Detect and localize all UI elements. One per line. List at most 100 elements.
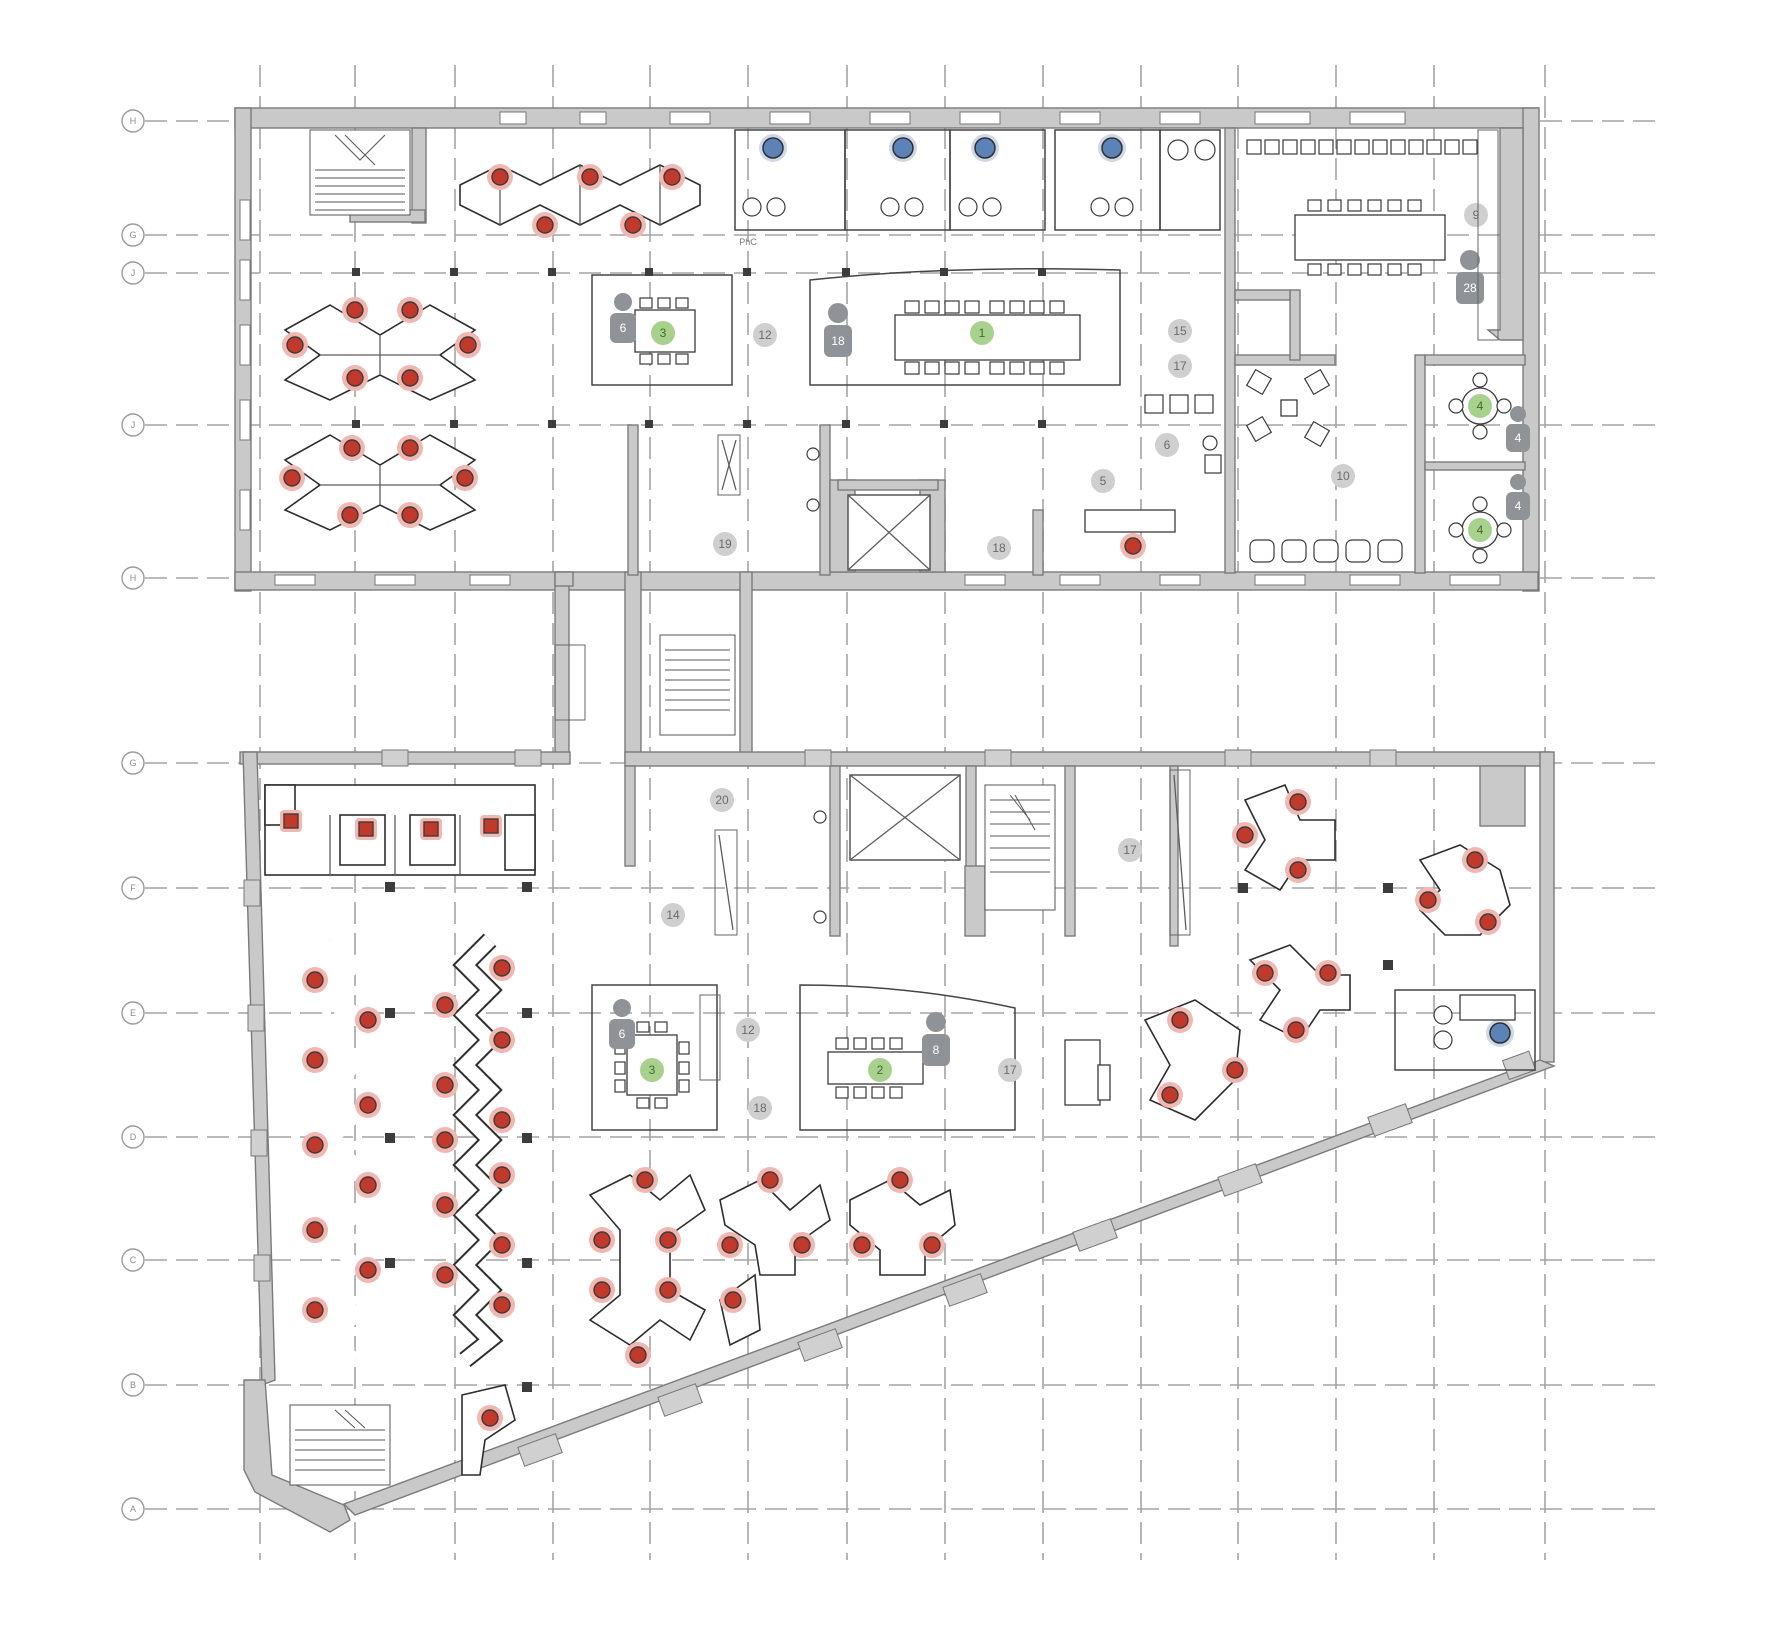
room-tag: 6 — [1155, 433, 1179, 457]
workstation-seat — [355, 818, 377, 840]
room-tag: 14 — [661, 903, 685, 927]
stair-southwest — [289, 1404, 391, 1486]
grid-label: C — [130, 1255, 137, 1265]
room-number: 17 — [1123, 843, 1137, 857]
grid-bubble-row-6: G — [121, 751, 145, 775]
stair-center — [659, 634, 736, 736]
room-tag: 10 — [1331, 464, 1355, 488]
room-number: 18 — [753, 1101, 767, 1115]
grid-label: H — [130, 116, 137, 126]
workstation-seat — [355, 1172, 381, 1198]
grid-label: G — [129, 230, 136, 240]
meeting-room-tag: 2 — [868, 1058, 892, 1082]
workstation-seat — [720, 1287, 746, 1313]
workstation-seat — [1285, 789, 1311, 815]
room-number: 20 — [715, 793, 729, 807]
workstation-seat — [342, 365, 368, 391]
room-number: 5 — [1100, 474, 1107, 488]
wc-label: PhC — [739, 237, 757, 247]
room-number: 17 — [1173, 359, 1187, 373]
person-icon: 18 — [824, 303, 852, 357]
workstation-seat — [280, 810, 302, 832]
workstation-seat — [1120, 533, 1146, 559]
grid-bubble-row-10: C — [121, 1248, 145, 1272]
office-seat — [759, 134, 787, 162]
capacity-number: 4 — [1515, 431, 1522, 445]
meeting-room-number: 4 — [1477, 523, 1484, 537]
grid-bubble-row-5: H — [121, 566, 145, 590]
room-number: 12 — [758, 328, 772, 342]
grid-bubble-row-11: B — [121, 1373, 145, 1397]
workstation-seat — [589, 1227, 615, 1253]
workstation-seat — [339, 435, 365, 461]
capacity-number: 4 — [1515, 499, 1522, 513]
room-number: 12 — [741, 1023, 755, 1037]
workstation-seat — [1315, 960, 1341, 986]
meeting-room-number: 2 — [877, 1063, 884, 1077]
room-number: 6 — [1164, 438, 1171, 452]
person-icon: 28 — [1456, 250, 1484, 304]
workstation-seat — [632, 1167, 658, 1193]
stair-northwest — [309, 129, 411, 216]
grid-label: J — [131, 420, 136, 430]
office-seat — [1098, 134, 1126, 162]
workstation-y-cluster — [719, 1179, 831, 1347]
exterior-walls — [234, 107, 1556, 1533]
workstation-seat — [397, 435, 423, 461]
room-number: 19 — [718, 537, 732, 551]
workstation-seat — [489, 1027, 515, 1053]
meeting-room-tag: 4 — [1468, 518, 1492, 542]
person-icon: 8 — [922, 1012, 950, 1066]
meeting-room-number: 3 — [649, 1063, 656, 1077]
capacity-number: 18 — [831, 334, 845, 348]
meeting-room-number: 1 — [979, 326, 986, 340]
person-icon: 4 — [1506, 406, 1530, 452]
capacity-markers: 6 18 28 4 4 6 8 — [609, 250, 1530, 1066]
stair-south-center — [984, 784, 1056, 911]
structural-columns — [352, 268, 1393, 1392]
office-seat — [889, 134, 917, 162]
room-tag: 9 — [1464, 203, 1488, 227]
private-offices-north: PhC — [734, 129, 1221, 247]
room-number: 9 — [1473, 208, 1480, 222]
workstation-seat — [1252, 960, 1278, 986]
office-seat — [1486, 1019, 1514, 1047]
workstation-y-cluster — [588, 1173, 707, 1346]
elevator-north — [847, 494, 931, 571]
workstation-seat — [455, 332, 481, 358]
workstation-seat — [1157, 1082, 1183, 1108]
meeting-room-tag: 3 — [640, 1058, 664, 1082]
workstation-hex-cluster — [283, 434, 477, 531]
person-icon: 6 — [609, 999, 635, 1049]
room-labels: 9 15 17 12 5 6 10 19 18 20 14 17 12 18 1… — [661, 203, 1488, 1120]
room-number: 17 — [1003, 1063, 1017, 1077]
workstation-seat — [477, 1405, 503, 1431]
workstation-seat — [489, 955, 515, 981]
workstation-seat — [337, 502, 363, 528]
workstation-seat — [589, 1277, 615, 1303]
workstation-seat — [532, 212, 558, 238]
room-tag: 20 — [710, 788, 734, 812]
office-seat — [971, 134, 999, 162]
workstation-zigzag-column — [452, 933, 504, 1368]
meeting-room-tag: 3 — [651, 321, 675, 345]
workstation-seat — [849, 1232, 875, 1258]
workstation-seat — [355, 1257, 381, 1283]
workstation-seat — [302, 1132, 328, 1158]
grid-bubble-row-2: G — [121, 223, 145, 247]
boardroom-seating-row — [1246, 139, 1478, 155]
meeting-room-number: 3 — [660, 326, 667, 340]
workstation-seat — [620, 212, 646, 238]
workstation-seat — [887, 1167, 913, 1193]
workstation-seat — [397, 297, 423, 323]
workstation-seat — [432, 1192, 458, 1218]
workstation-seat — [420, 818, 442, 840]
meeting-chairs-row — [904, 300, 1065, 375]
room-tag: 17 — [1168, 354, 1192, 378]
workstation-seat — [789, 1232, 815, 1258]
workstation-seat — [1222, 1057, 1248, 1083]
room-number: 14 — [666, 908, 680, 922]
workstation-seat — [757, 1167, 783, 1193]
workstation-seat — [302, 967, 328, 993]
